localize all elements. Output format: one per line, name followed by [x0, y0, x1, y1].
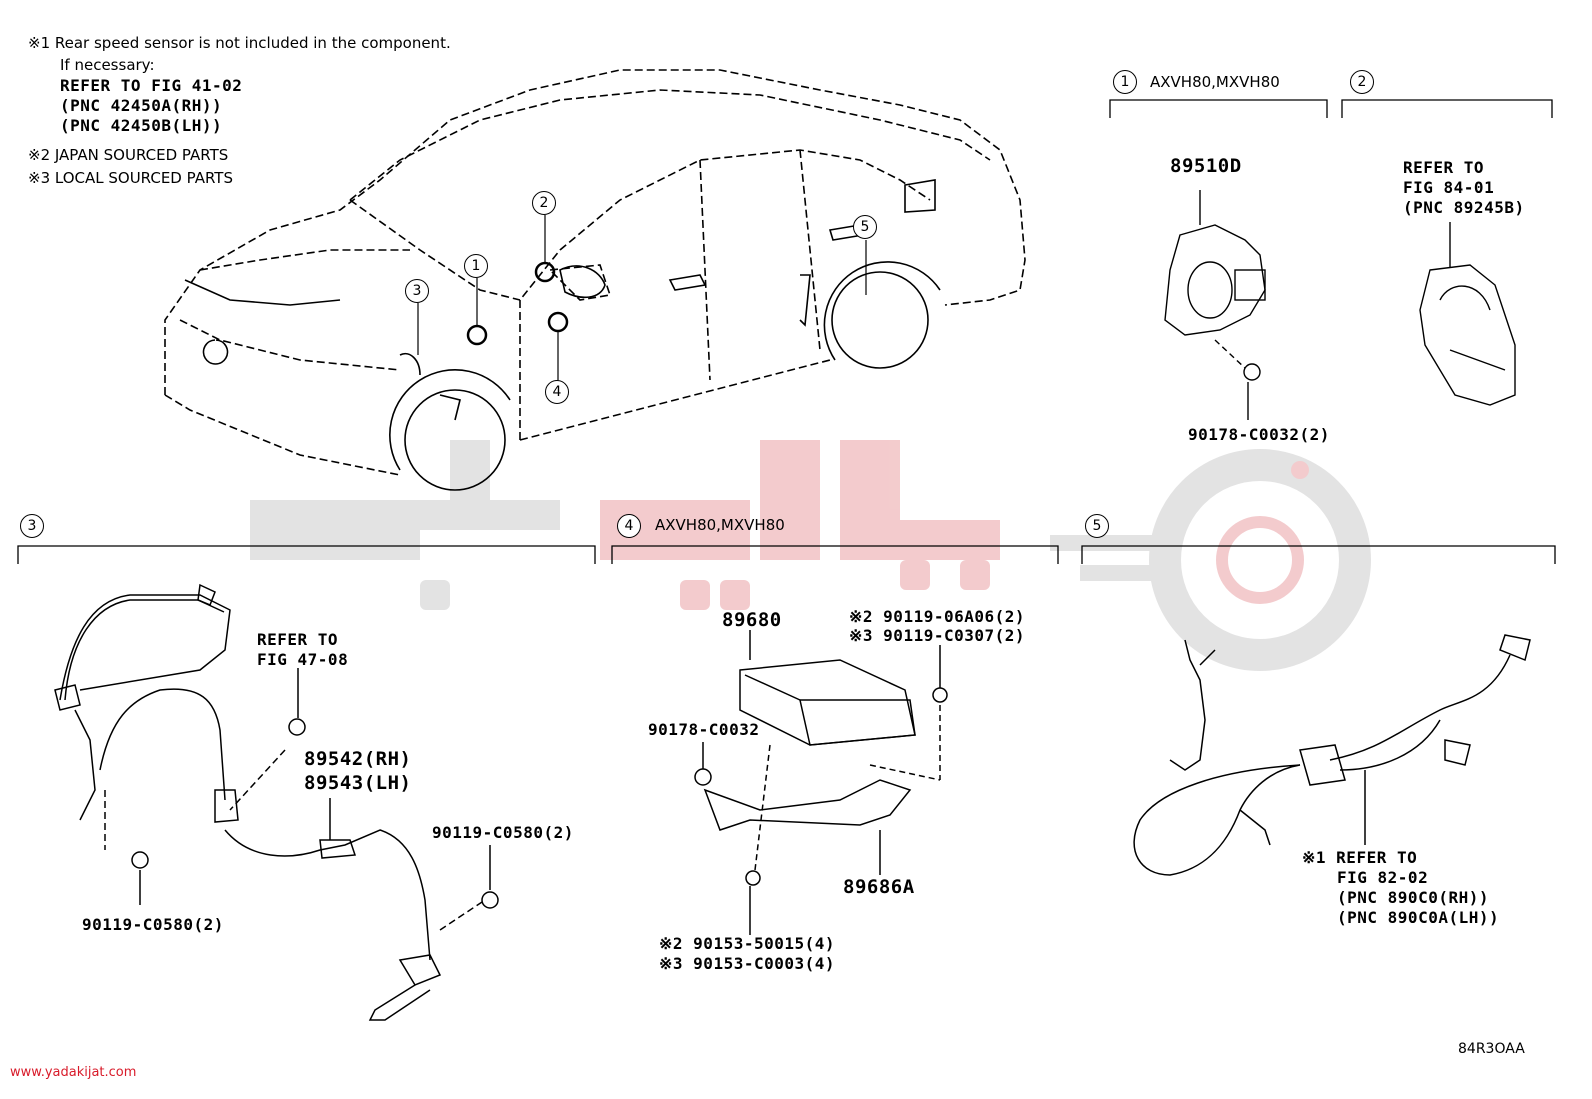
bolt-90119-C0580-left: 90119-C0580(2): [82, 915, 224, 934]
note-pnc-rh: (PNC 42450A(RH)): [60, 96, 223, 115]
section-3-badge: 3: [20, 514, 44, 538]
section-brackets: [17, 99, 1556, 564]
car-callout-1: 1: [464, 254, 488, 278]
section-1-badge: 1: [1113, 70, 1137, 94]
harness-890C0: [1133, 634, 1531, 876]
section-5-pnc-rh: (PNC 890C0(RH)): [1337, 888, 1489, 907]
part-number-89543: 89543(LH): [304, 772, 412, 794]
car-callout-4: 4: [545, 380, 569, 404]
vehicle-outline: [164, 69, 1026, 476]
watermark-logo: [250, 440, 1371, 671]
nut-90178-C0032: 90178-C0032: [648, 720, 760, 739]
bolt-90178-C0032: 90178-C0032(2): [1188, 425, 1330, 444]
part-number-89680: 89680: [722, 609, 782, 631]
part-89245B: [1419, 222, 1516, 406]
watermark-url: www.yadakijat.com: [10, 1065, 137, 1080]
section-2-badge: 2: [1350, 70, 1374, 94]
section-5-refer: ※1 REFER TO: [1302, 848, 1418, 867]
section-2-refer: REFER TO: [1403, 158, 1485, 177]
bolt-90119-C0307: ※3 90119-C0307(2): [849, 626, 1026, 645]
screw-90153-50015: ※2 90153-50015(4): [659, 934, 836, 953]
harness-89542: [54, 583, 499, 1021]
car-callout-3: 3: [405, 279, 429, 303]
section-4-models: AXVH80,MXVH80: [655, 516, 785, 534]
screw-90153-C0003: ※3 90153-C0003(4): [659, 954, 836, 973]
section-5-fig: FIG 82-02: [1337, 868, 1429, 887]
section-3-fig: FIG 47-08: [257, 650, 349, 669]
callout-leaders: [417, 215, 867, 380]
section-2-pnc: (PNC 89245B): [1403, 198, 1525, 217]
part-number-89542: 89542(RH): [304, 748, 412, 770]
car-callout-2: 2: [532, 191, 556, 215]
section-3-refer: REFER TO: [257, 630, 339, 649]
sensor-89510D: [1164, 190, 1266, 420]
note-rear-sensor: ※1 Rear speed sensor is not included in …: [28, 34, 451, 52]
section-5-pnc-lh: (PNC 890C0A(LH)): [1337, 908, 1500, 927]
bolt-90119-C0580-right: 90119-C0580(2): [432, 823, 574, 842]
vehicle-outline-solid: [184, 179, 941, 491]
part-number-89510D: 89510D: [1170, 155, 1242, 177]
note-if-necessary: If necessary:: [60, 56, 155, 74]
note-refer-fig: REFER TO FIG 41-02: [60, 76, 243, 95]
illustration-code: 84R3OAA: [1458, 1041, 1525, 1057]
bolt-90119-06A06: ※2 90119-06A06(2): [849, 607, 1026, 626]
note-local-sourced: ※3 LOCAL SOURCED PARTS: [28, 169, 233, 187]
section-5-badge: 5: [1085, 514, 1109, 538]
part-number-89686A: 89686A: [843, 876, 915, 898]
section-1-models: AXVH80,MXVH80: [1150, 73, 1280, 91]
section-4-badge: 4: [617, 514, 641, 538]
note-pnc-lh: (PNC 42450B(LH)): [60, 116, 223, 135]
car-callout-5: 5: [853, 215, 877, 239]
section-2-fig: FIG 84-01: [1403, 178, 1495, 197]
ecu-89680: [694, 630, 948, 935]
note-japan-sourced: ※2 JAPAN SOURCED PARTS: [28, 146, 229, 164]
